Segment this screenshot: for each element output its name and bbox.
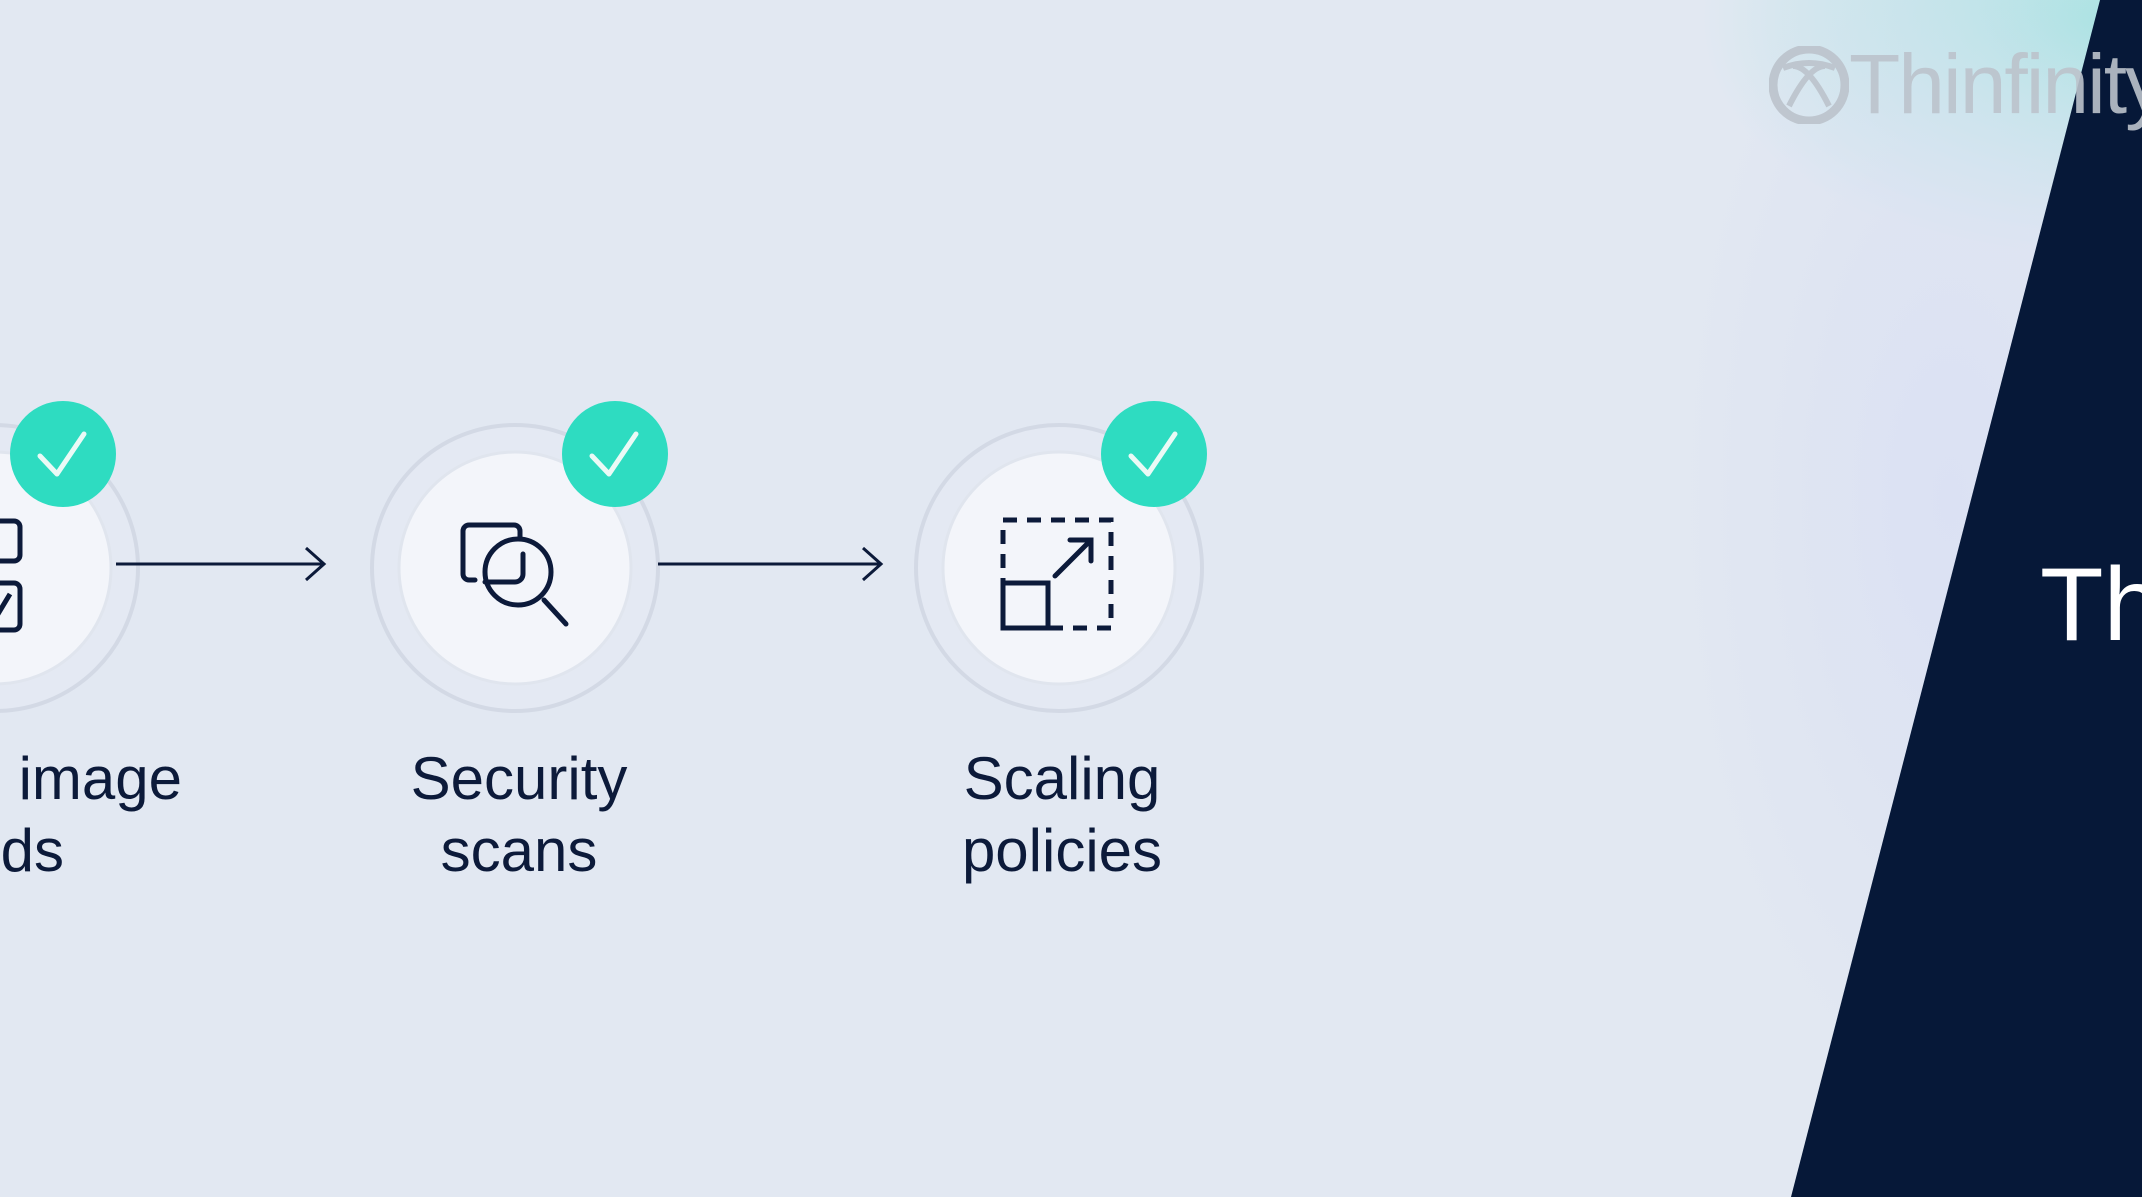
logo-mark-icon	[1769, 45, 1849, 124]
label-line: scans	[440, 817, 598, 884]
image-builds-icon	[0, 518, 23, 633]
step-label-security-scans: Security scans	[319, 743, 719, 887]
step-label-scaling-policies: Scaling policies	[862, 743, 1262, 887]
check-badge-icon	[1101, 401, 1207, 507]
logo-text: Thinfinity	[1849, 37, 2142, 131]
dark-panel	[1791, 0, 2142, 1197]
security-scan-icon	[460, 522, 569, 627]
label-line: policies	[961, 817, 1163, 884]
scaling-icon	[1000, 517, 1114, 631]
label-line: Scaling	[963, 745, 1161, 812]
check-badge-icon	[10, 401, 116, 507]
thinfinity-logo: Thinfinity	[1769, 36, 2142, 133]
dark-panel-title: Th	[2040, 547, 2142, 663]
label-line: ds	[0, 817, 64, 884]
label-line: image	[18, 745, 182, 812]
label-line: Security	[410, 745, 628, 812]
arrow-icon	[658, 546, 884, 582]
step-label-image-builds: image ds	[0, 743, 182, 887]
arrow-icon	[116, 546, 327, 582]
check-badge-icon	[562, 401, 668, 507]
